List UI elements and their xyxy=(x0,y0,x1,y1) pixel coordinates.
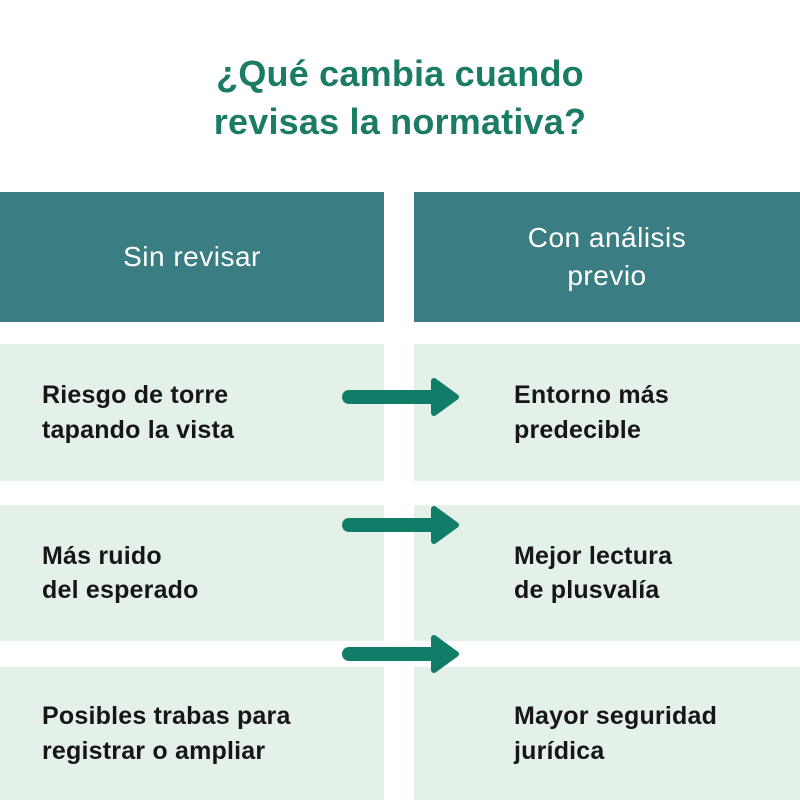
row-3-right-text: Mayor seguridad jurídica xyxy=(514,702,718,765)
row-1-left-cell: Riesgo de torre tapando la vista xyxy=(0,344,384,481)
row-1-right-text: Entorno más predecible xyxy=(514,381,669,444)
row-3-left-text: Posibles trabas para registrar o ampliar xyxy=(42,702,291,765)
row-1-left-text: Riesgo de torre tapando la vista xyxy=(42,381,235,444)
row-3-left-cell: Posibles trabas para registrar o ampliar xyxy=(0,667,384,800)
row-2-right-text: Mejor lectura de plusvalía xyxy=(514,541,673,605)
row-2-left-cell: Más ruido del esperado xyxy=(0,505,384,641)
row-3-right-cell: Mayor seguridad jurídica xyxy=(414,667,800,800)
row-2-right-cell: Mejor lectura de plusvalía xyxy=(414,505,800,641)
column-header-con-analisis-previo: Con análisis previo xyxy=(414,192,800,322)
row-2-left-text: Más ruido del esperado xyxy=(42,541,199,605)
column-header-label: Sin revisar xyxy=(123,241,261,273)
arrow-right-icon xyxy=(340,634,460,674)
arrow-right-icon xyxy=(340,377,460,417)
column-header-label: Con análisis previo xyxy=(527,222,687,291)
column-header-sin-revisar: Sin revisar xyxy=(0,192,384,322)
page-title: ¿Qué cambia cuando revisas la normativa? xyxy=(213,53,587,142)
row-1-right-cell: Entorno más predecible xyxy=(414,344,800,481)
arrow-right-icon xyxy=(340,505,460,545)
